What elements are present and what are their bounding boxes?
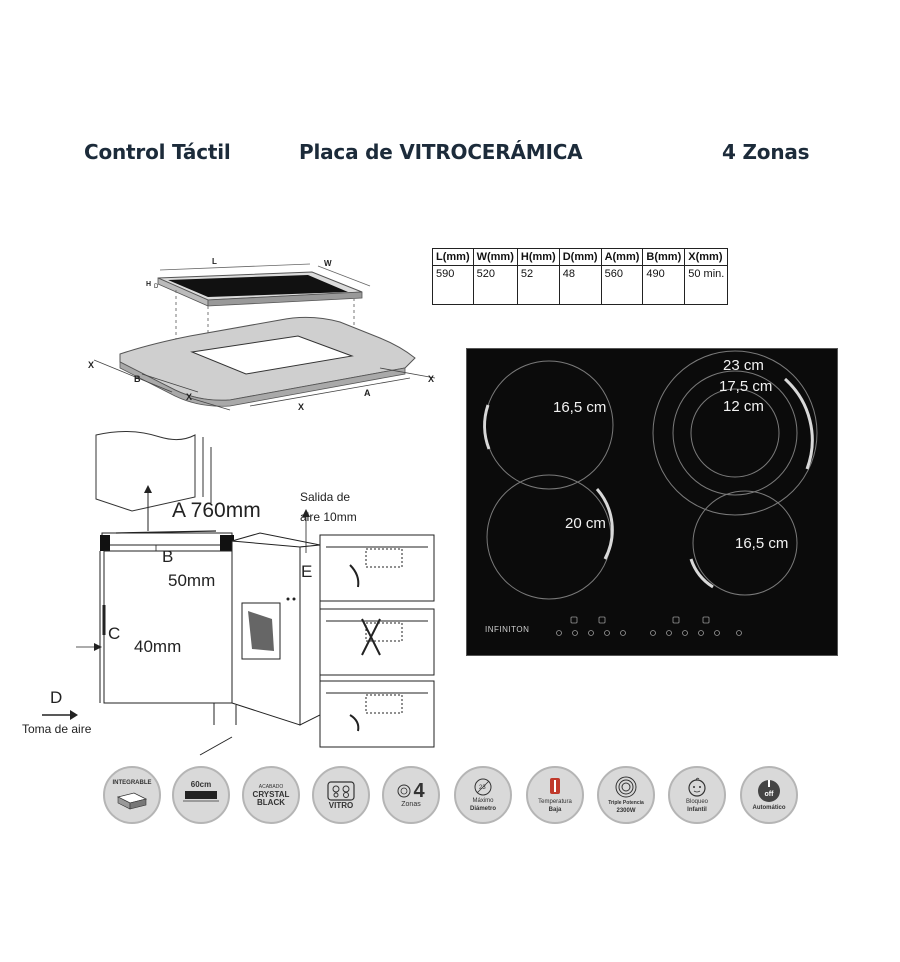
badge-4-zones: 4 Zonas <box>382 766 440 824</box>
zone-top-right-label-2: 17,5 cm <box>719 378 773 395</box>
zone-top-left-ring <box>484 360 614 490</box>
spec-header-b: B(mm) <box>642 248 686 266</box>
spec-value-x: 50 min. <box>684 265 729 305</box>
badge-diam-label2: Diámetro <box>469 806 496 812</box>
installation-diagram: L W H D X B X X A X <box>88 257 436 412</box>
spec-header-d: D(mm) <box>558 248 602 266</box>
dim-label-x-left: X <box>88 360 94 370</box>
dim-label-b: B <box>134 374 141 384</box>
built-in-hob-icon <box>116 792 148 810</box>
cabinet-label-c: C <box>108 624 121 643</box>
badge-integrable-label: INTEGRABLE <box>112 780 152 786</box>
cabinet-value-b: 50mm <box>168 571 216 590</box>
dim-label-d: D <box>154 284 159 290</box>
badge-zones-number: 4 <box>413 780 425 802</box>
dim-label-x-bottom: X <box>186 392 192 402</box>
badge-triple-power: Triple Potencia 2300W <box>597 766 655 824</box>
brand-logo: INFINITON <box>485 625 530 634</box>
specs-value-row: 590 520 52 48 560 490 50 min. <box>432 265 729 305</box>
air-intake-label: Toma de aire <box>22 722 92 736</box>
badge-lock-label1: Bloqueo <box>685 799 709 805</box>
zone-top-right-mid-ring <box>672 370 798 496</box>
dim-label-a: A <box>364 388 371 398</box>
specs-table: L(mm) W(mm) H(mm) D(mm) A(mm) B(mm) X(mm… <box>432 248 729 305</box>
badge-max-diameter: 23 Máximo Diámetro <box>454 766 512 824</box>
spec-header-x: X(mm) <box>684 248 729 266</box>
spec-value-a: 560 <box>600 265 644 305</box>
zone-top-right-outer-ring <box>652 350 818 516</box>
badge-diam-label1: Máximo <box>472 798 494 804</box>
badge-lock-label2: Infantil <box>687 807 707 813</box>
badge-width: 60cm <box>172 766 230 824</box>
air-outlet-line1: Salida de <box>300 490 351 504</box>
cabinet-value-c: 40mm <box>134 637 182 656</box>
spec-header-h: H(mm) <box>516 248 560 266</box>
badge-temp-label2: Baja <box>548 807 562 813</box>
badge-width-label: 60cm <box>190 780 212 789</box>
badge-crystal-black: ACABADO CRYSTAL BLACK <box>242 766 300 824</box>
zone-bottom-right-label: 16,5 cm <box>735 535 789 552</box>
child-face-icon <box>688 777 706 797</box>
zone-top-left-label: 16,5 cm <box>553 399 607 416</box>
spec-value-b: 490 <box>642 265 686 305</box>
header-control-tactil: Control Táctil <box>84 140 231 164</box>
spec-value-h: 52 <box>516 265 560 305</box>
header-zones: 4 Zonas <box>722 140 810 164</box>
zone-top-right-label-3: 12 cm <box>723 398 764 415</box>
dim-label-h: H <box>146 281 151 288</box>
air-outlet-line2: aire 10mm <box>300 510 357 524</box>
cooking-zones <box>483 350 818 636</box>
dim-label-w: W <box>324 259 332 268</box>
dim-label-x-right: X <box>428 374 434 384</box>
diameter-icon: 23 <box>474 778 492 796</box>
badge-power-label2: 2300W <box>616 808 636 814</box>
spec-header-a: A(mm) <box>600 248 644 266</box>
badge-finish-line2: BLACK <box>257 798 285 807</box>
zones-icon <box>397 784 411 798</box>
badge-off-label: Automático <box>752 805 786 811</box>
triple-ring-icon <box>615 776 637 798</box>
badge-zones-label: Zonas <box>401 801 421 808</box>
badge-power-label1: Triple Potencia <box>608 800 644 806</box>
power-off-icon <box>758 780 780 802</box>
spec-value-w: 520 <box>472 265 518 305</box>
badge-integrable: INTEGRABLE <box>103 766 161 824</box>
cabinet-label-d: D <box>50 688 63 707</box>
badge-off-word: off <box>764 791 774 798</box>
badge-child-lock: Bloqueo Infantil <box>668 766 726 824</box>
badge-temp-label1: Temperatura <box>538 799 572 805</box>
specs-header-row: L(mm) W(mm) H(mm) D(mm) A(mm) B(mm) X(mm… <box>432 248 729 266</box>
badge-vitro: VITRO <box>312 766 370 824</box>
hob-top-view: 16,5 cm 23 cm 17,5 cm 12 cm 20 cm 16,5 c… <box>466 348 838 656</box>
width-hob-icon <box>183 791 219 802</box>
vitro-hob-icon <box>327 781 355 801</box>
zone-bottom-left-ring <box>486 474 612 600</box>
zone-top-right-inner-ring <box>690 388 780 478</box>
badge-low-temperature: Temperatura Baja <box>526 766 584 824</box>
spec-header-w: W(mm) <box>472 248 518 266</box>
badge-vitro-label: VITRO <box>328 801 354 810</box>
header-product-title: Placa de VITROCERÁMICA <box>299 140 583 164</box>
cabinet-label-a: A 760mm <box>172 499 261 522</box>
dim-label-l: L <box>212 257 217 266</box>
zone-top-right-label-1: 23 cm <box>723 357 764 374</box>
badge-auto-off: off Automático <box>740 766 798 824</box>
cabinet-label-b: B <box>162 547 174 566</box>
cabinet-diagram <box>42 430 435 756</box>
zone-bottom-left-label: 20 cm <box>565 515 606 532</box>
badge-diam-number: 23 <box>479 785 486 791</box>
badge-finish-top: ACABADO <box>258 784 284 790</box>
badge-finish-line1: CRYSTAL <box>252 790 290 799</box>
cabinet-label-e: E <box>301 562 313 581</box>
dim-label-x-front: X <box>298 402 304 412</box>
spec-value-d: 48 <box>558 265 602 305</box>
zone-bottom-right-ring <box>692 490 798 596</box>
thermometer-icon <box>550 778 560 794</box>
